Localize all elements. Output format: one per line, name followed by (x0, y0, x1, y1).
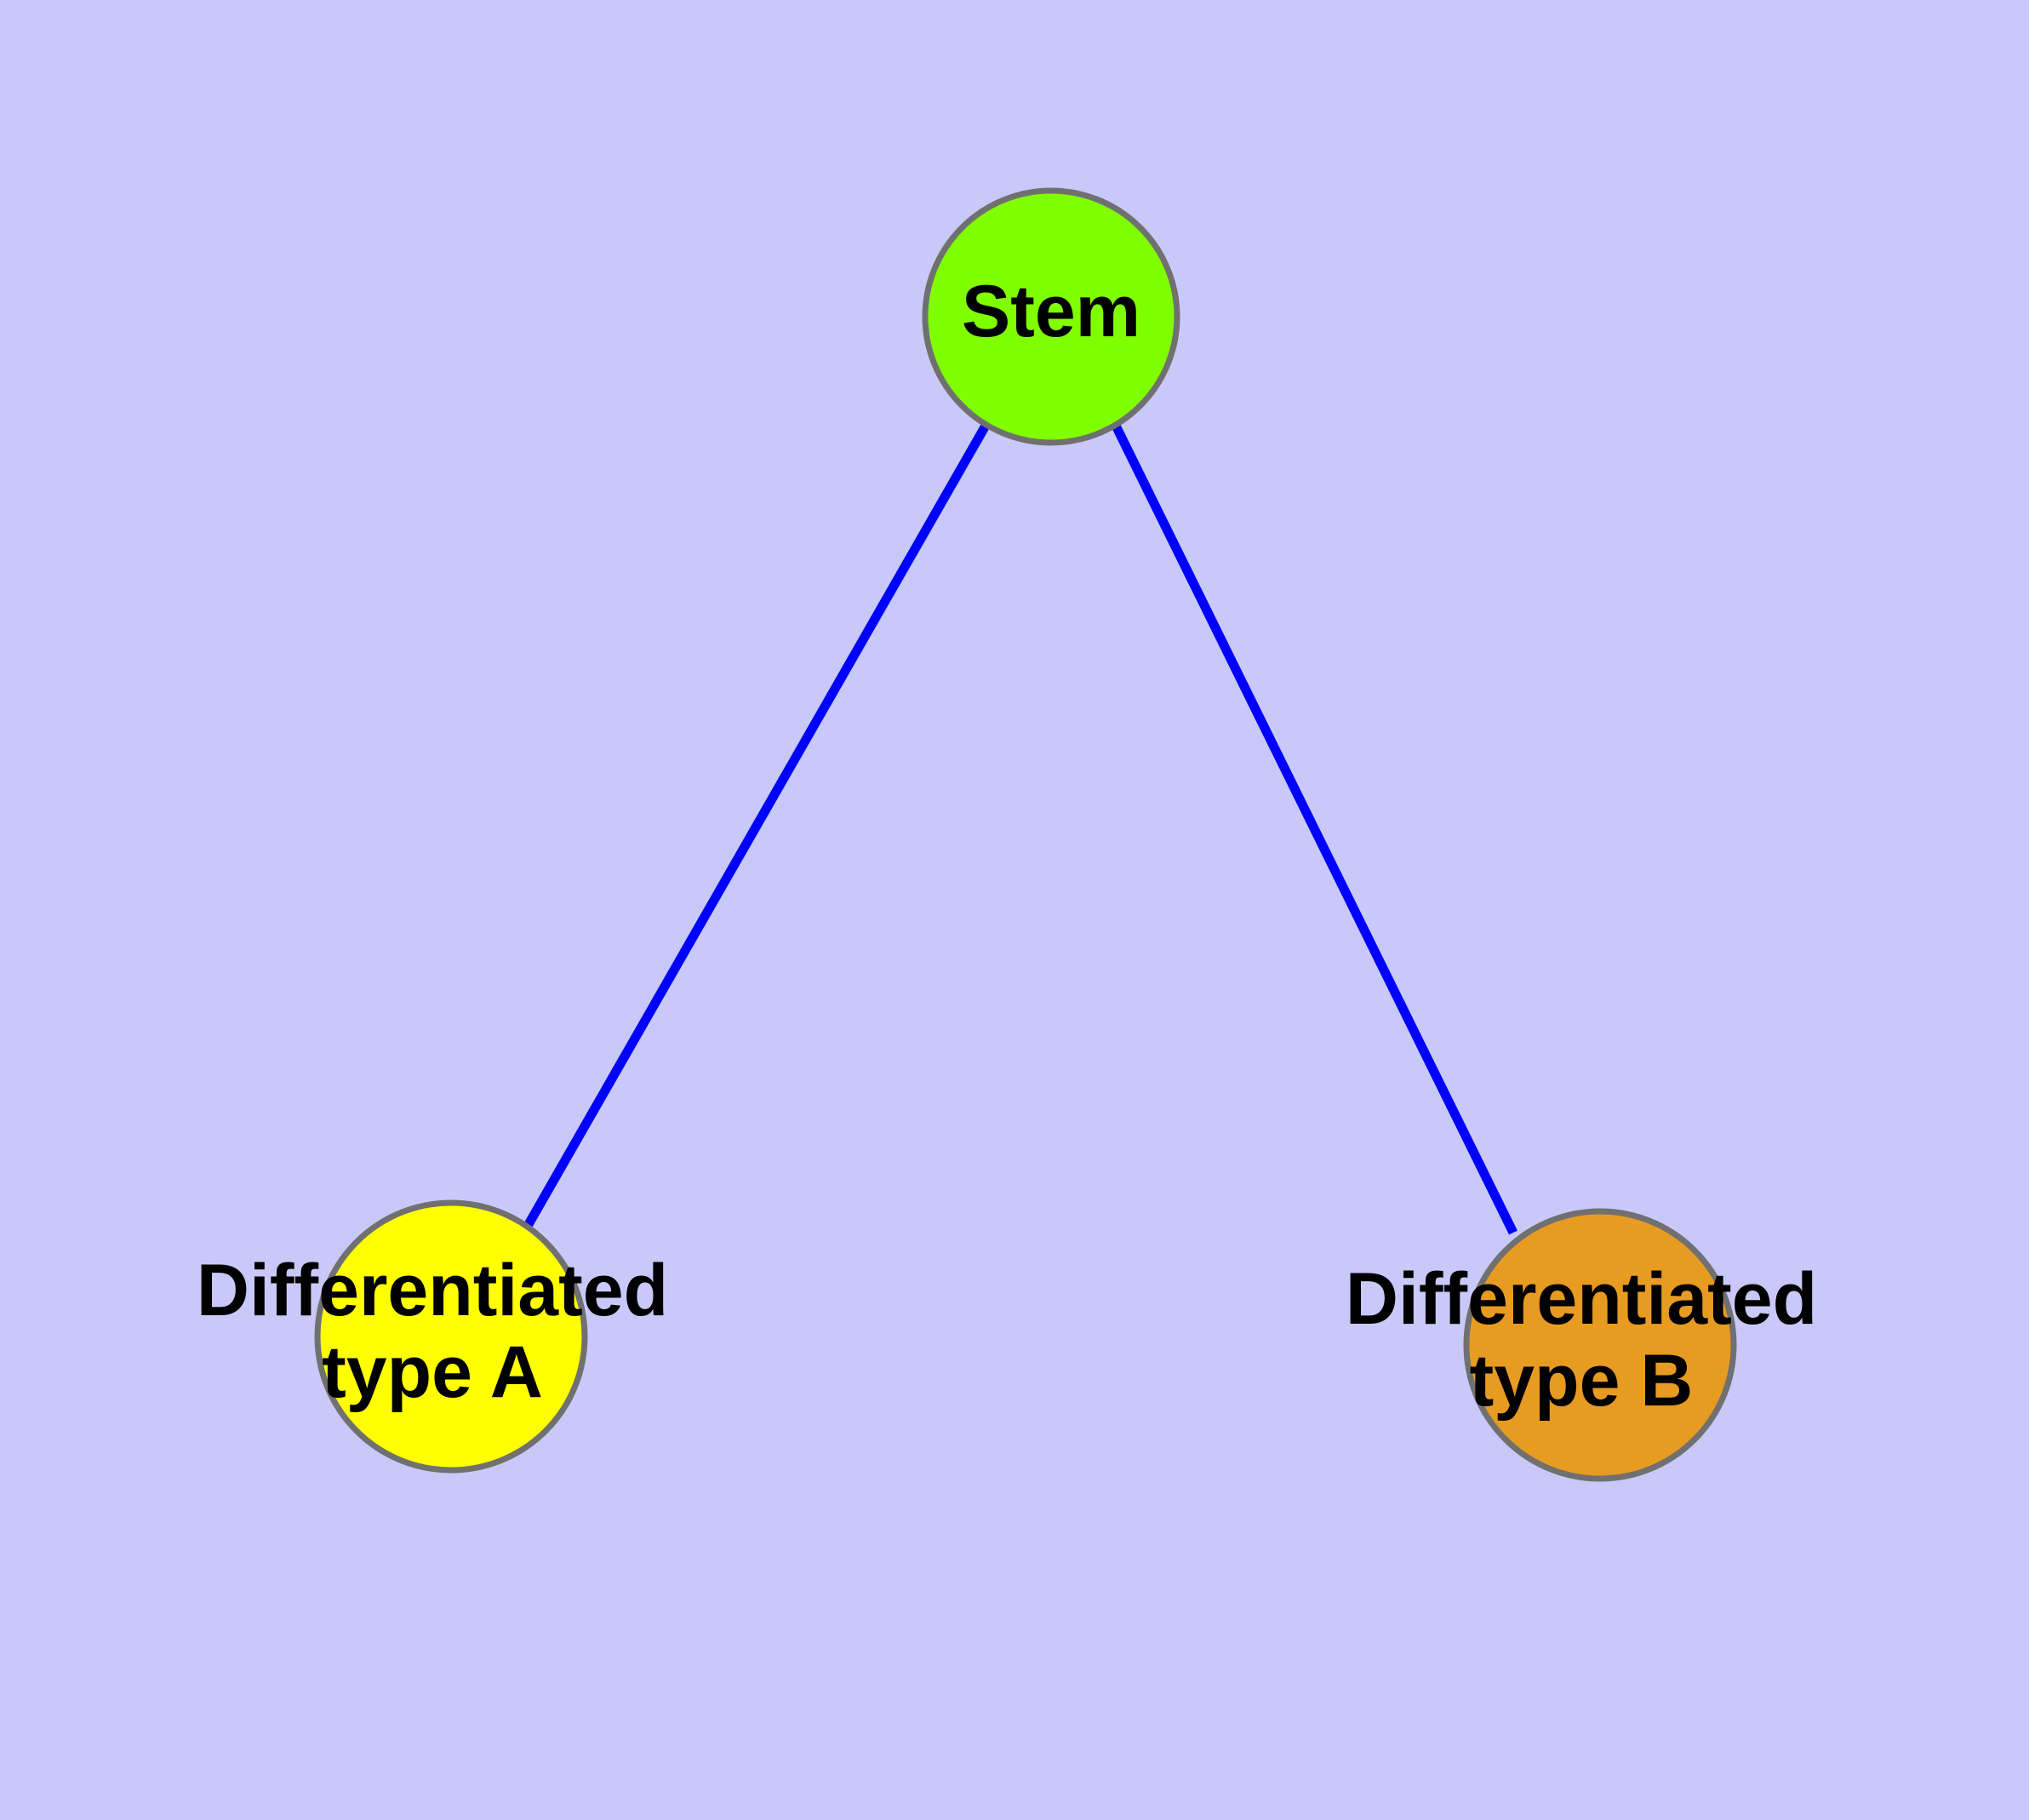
edge-stem-to-diff-a[interactable] (523, 423, 990, 1228)
node-label-line: Stem (962, 271, 1140, 352)
node-circle-diff_b[interactable] (1463, 1208, 1737, 1482)
node-label-line: Differentiated (197, 1250, 668, 1331)
node-circle-stem[interactable] (922, 187, 1180, 446)
edges-group (523, 421, 1517, 1235)
edge-stem-to-diff-b[interactable] (1111, 421, 1517, 1235)
node-circle-diff_a[interactable] (314, 1199, 588, 1474)
node-label-line: type B (1470, 1340, 1694, 1422)
node-label-line: Differentiated (1346, 1258, 1817, 1340)
node-circles-layer (314, 187, 1737, 1482)
node-label-stem: Stem (962, 271, 1140, 352)
node-label-line: type A (322, 1331, 543, 1413)
